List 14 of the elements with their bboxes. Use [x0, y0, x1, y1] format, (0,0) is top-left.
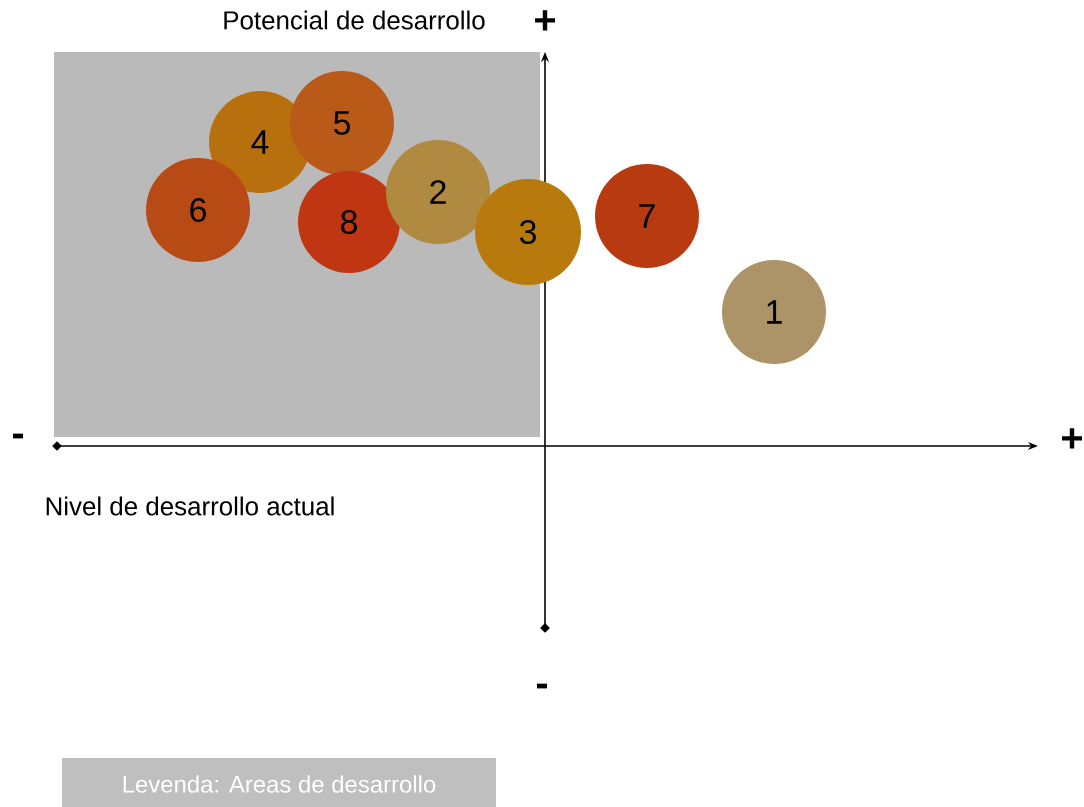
- legend-box: Levenda: Areas de desarrollo: [62, 758, 496, 807]
- numbered-bubble: 7: [595, 164, 699, 268]
- axis-sign: -: [536, 683, 548, 689]
- numbered-bubble: 3: [475, 179, 581, 285]
- axis-sign: +: [1062, 428, 1082, 449]
- numbered-bubble: 5: [290, 71, 394, 175]
- numbered-bubble: 6: [146, 158, 250, 262]
- numbered-bubble: 2: [386, 140, 490, 244]
- axis-sign: -: [12, 433, 24, 439]
- axis-title: Potencial de desarrollo: [224, 10, 485, 30]
- axis-title: Nivel de desarrollo actual: [46, 496, 334, 516]
- numbered-bubble: 1: [722, 260, 826, 364]
- axis-sign: +: [535, 10, 556, 31]
- numbered-bubble: 8: [298, 171, 400, 273]
